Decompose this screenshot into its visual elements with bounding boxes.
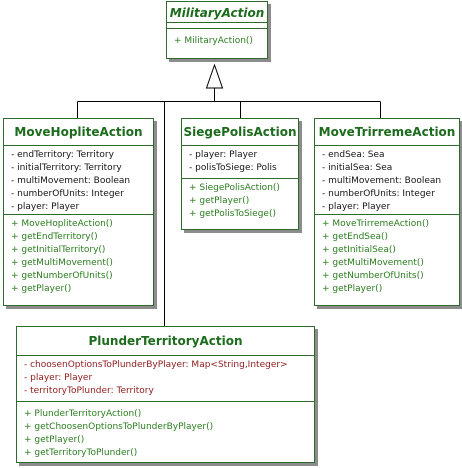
operation: + MoveTrirremeAction() (322, 219, 430, 229)
operation: + getPlayer() (189, 196, 250, 206)
attribute: - multiMovement: Boolean (322, 176, 442, 186)
attribute: - choosenOptionsToPlunderByPlayer: Map<S… (24, 360, 288, 370)
attribute: - initialTerritory: Territory (11, 163, 122, 173)
operation: + getNumberOfUnits() (11, 271, 113, 281)
class-move-trirreme-action[interactable]: MoveTrirremeAction - endSea: Sea - initi… (314, 118, 460, 306)
operation: + getNumberOfUnits() (322, 271, 424, 281)
operation: + getInitialTerritory() (11, 245, 106, 255)
attribute: - player: Player (322, 202, 391, 212)
generalization-arrowhead (205, 63, 224, 89)
operation: + getMultiMovement() (322, 258, 424, 268)
class-name: MoveTrirremeAction (318, 125, 456, 139)
attributes-section: - choosenOptionsToPlunderByPlayer: Map<S… (17, 355, 314, 401)
operations-section: + SiegePolisAction() + getPlayer() + get… (182, 178, 298, 223)
attributes-section: - endTerritory: Territory - initialTerri… (4, 145, 153, 214)
class-plunder-territory-action[interactable]: PlunderTerritoryAction - choosenOptionsT… (16, 326, 315, 463)
operation: + SiegePolisAction() (189, 183, 280, 193)
operations-section: + MoveTrirremeAction() + getEndSea() + g… (315, 214, 459, 298)
class-name: MoveHopliteAction (14, 125, 143, 139)
operation: + PlunderTerritoryAction() (24, 409, 142, 419)
operation: + getPolisToSiege() (189, 209, 276, 219)
class-name: SiegePolisAction (183, 125, 297, 139)
class-siege-polis-action[interactable]: SiegePolisAction - player: Player - poli… (181, 118, 299, 230)
class-name: PlunderTerritoryAction (88, 334, 243, 348)
operation: + MilitaryAction() (174, 36, 253, 46)
attribute: - multiMovement: Boolean (11, 176, 131, 186)
operations-section: + MoveHopliteAction() + getEndTerritory(… (4, 214, 153, 298)
class-name: MilitaryAction (169, 6, 265, 20)
attribute: - player: Player (189, 150, 258, 160)
operations-section: + PlunderTerritoryAction() + getChoosenO… (17, 401, 314, 462)
operation: + getPlayer() (322, 284, 383, 294)
operations-section: + MilitaryAction() (167, 28, 267, 50)
attributes-section: - endSea: Sea - initialSea: Sea - multiM… (315, 145, 459, 214)
attribute: - territoryToPlunder: Territory (24, 386, 154, 396)
attributes-section (167, 22, 267, 28)
attributes-section: - player: Player - polisToSiege: Polis (182, 145, 298, 178)
operation: + getTerritoryToPlunder() (24, 448, 138, 458)
operation: + getPlayer() (11, 284, 72, 294)
operation: + getEndSea() (322, 232, 389, 242)
attribute: - player: Player (24, 373, 93, 383)
attribute: - initialSea: Sea (322, 163, 393, 173)
attribute: - endTerritory: Territory (11, 150, 114, 160)
attribute: - numberOfUnits: Integer (322, 189, 435, 199)
operation: + getChoosenOptionsToPlunderByPlayer() (24, 422, 214, 432)
operation: + getMultiMovement() (11, 258, 113, 268)
operation: + getEndTerritory() (11, 232, 98, 242)
class-move-hoplite-action[interactable]: MoveHopliteAction - endTerritory: Territ… (3, 118, 154, 306)
operation: + getPlayer() (24, 435, 85, 445)
operation: + MoveHopliteAction() (11, 219, 113, 229)
class-military-action[interactable]: MilitaryAction + MilitaryAction() (166, 1, 268, 59)
attribute: - numberOfUnits: Integer (11, 189, 124, 199)
attribute: - polisToSiege: Polis (189, 163, 277, 173)
attribute: - endSea: Sea (322, 150, 385, 160)
attribute: - player: Player (11, 202, 80, 212)
operation: + getInitialSea() (322, 245, 396, 255)
